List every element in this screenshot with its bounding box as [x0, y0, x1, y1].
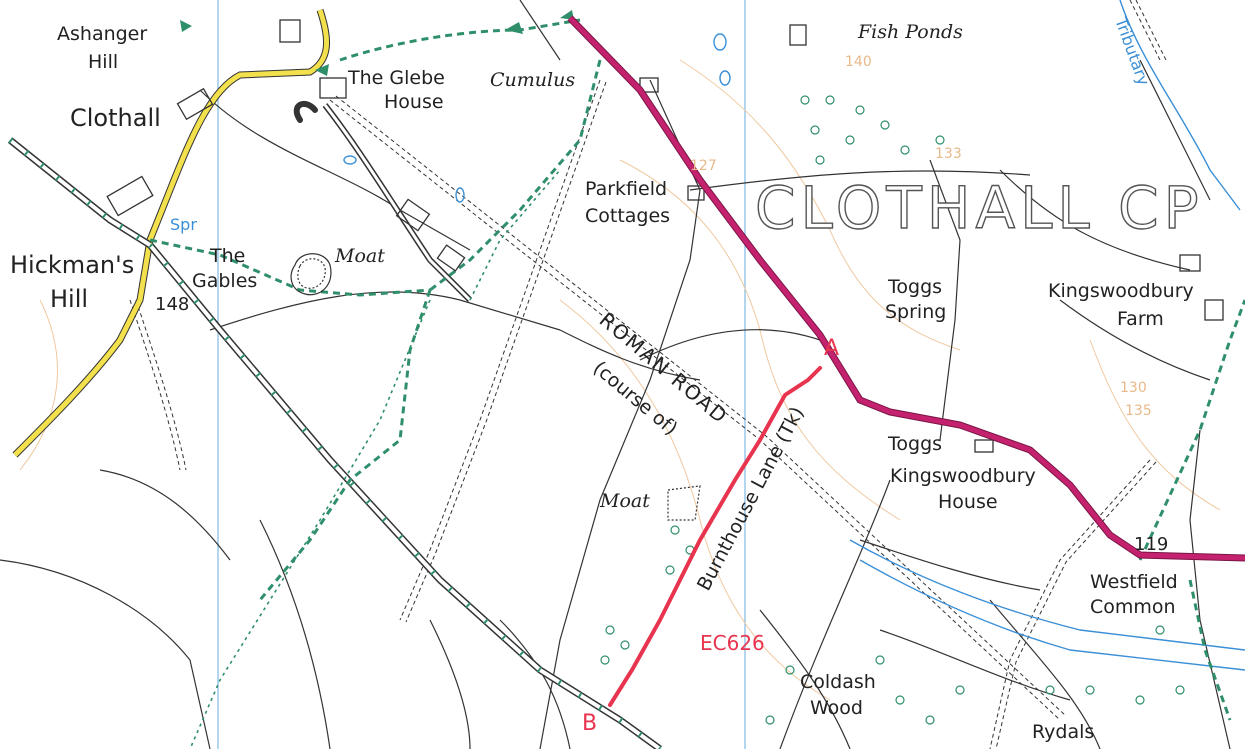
point-b-marker[interactable]: B: [582, 711, 597, 736]
label-tributary: Tributary: [1111, 14, 1153, 88]
label-kingswoodbury-house-1: Kingswoodbury: [890, 465, 1036, 487]
label-kingswoodbury-farm-1: Kingswoodbury: [1048, 280, 1194, 302]
label-clothall-cp: CLOTHALL CP: [755, 174, 1204, 242]
grid-lines: [217, 0, 746, 749]
label-glebe-house: House: [384, 91, 444, 113]
contour-number: 130: [1120, 380, 1147, 396]
moat-symbol: [290, 253, 701, 521]
label-fish-ponds: Fish Ponds: [857, 21, 963, 43]
label-kingswoodbury-house-2: House: [938, 491, 998, 513]
label-cumulus: Cumulus: [490, 69, 575, 91]
label-the-gables-2: Gables: [192, 270, 257, 292]
point-a-marker[interactable]: A: [824, 336, 839, 361]
label-moat-2: Moat: [599, 490, 650, 512]
hedge-road: [7, 103, 663, 749]
spot-height-148: 148: [155, 294, 189, 315]
label-ec626: EC626: [700, 631, 765, 655]
label-burnthouse-lane: Burnthouse Lane (Tk): [693, 403, 809, 594]
label-cottages: Cottages: [585, 205, 670, 227]
label-rydals: Rydals: [1032, 721, 1094, 743]
label-the-glebe: The Glebe: [347, 67, 445, 89]
label-spr: Spr: [170, 215, 197, 234]
route-ec626[interactable]: [608, 366, 822, 707]
label-moat: Moat: [334, 245, 385, 267]
buildings: [106, 19, 1224, 453]
footpath-thin: [189, 169, 561, 749]
magenta-road: [567, 15, 1245, 562]
yellow-road: [12, 8, 331, 458]
label-the-gables-1: The: [209, 245, 245, 267]
label-westfield-common: Common: [1090, 596, 1176, 618]
label-hickmans-hill: Hill: [50, 285, 88, 313]
label-parkfield: Parkfield: [585, 178, 667, 200]
footpaths: [149, 18, 1245, 721]
dashed-tracks: [129, 0, 1167, 749]
contour-number: 127: [690, 158, 717, 174]
contour-lines: [19, 59, 1221, 701]
label-coldash: Coldash: [800, 671, 876, 693]
label-ashanger: Ashanger: [57, 23, 147, 45]
label-toggs: Toggs: [887, 433, 942, 455]
contour-number: 140: [845, 54, 872, 70]
water-features: [343, 0, 1245, 671]
label-kingswoodbury-farm-2: Farm: [1117, 308, 1164, 330]
contour-number: 135: [1125, 403, 1152, 419]
spot-height-119: 119: [1134, 534, 1168, 555]
label-hickmans: Hickman's: [10, 251, 134, 279]
woodland-symbols: [600, 95, 1185, 725]
label-clothall: Clothall: [70, 104, 161, 132]
label-ashanger-hill: Hill: [88, 51, 118, 73]
label-toggs-spring-1: Toggs: [887, 276, 942, 298]
label-westfield: Westfield: [1090, 571, 1178, 593]
woodland-leaves: [180, 10, 574, 76]
label-toggs-spring-2: Spring: [885, 301, 946, 323]
label-coldash-wood: Wood: [810, 697, 863, 719]
church-symbol: [293, 100, 318, 123]
contour-number: 133: [935, 146, 962, 162]
